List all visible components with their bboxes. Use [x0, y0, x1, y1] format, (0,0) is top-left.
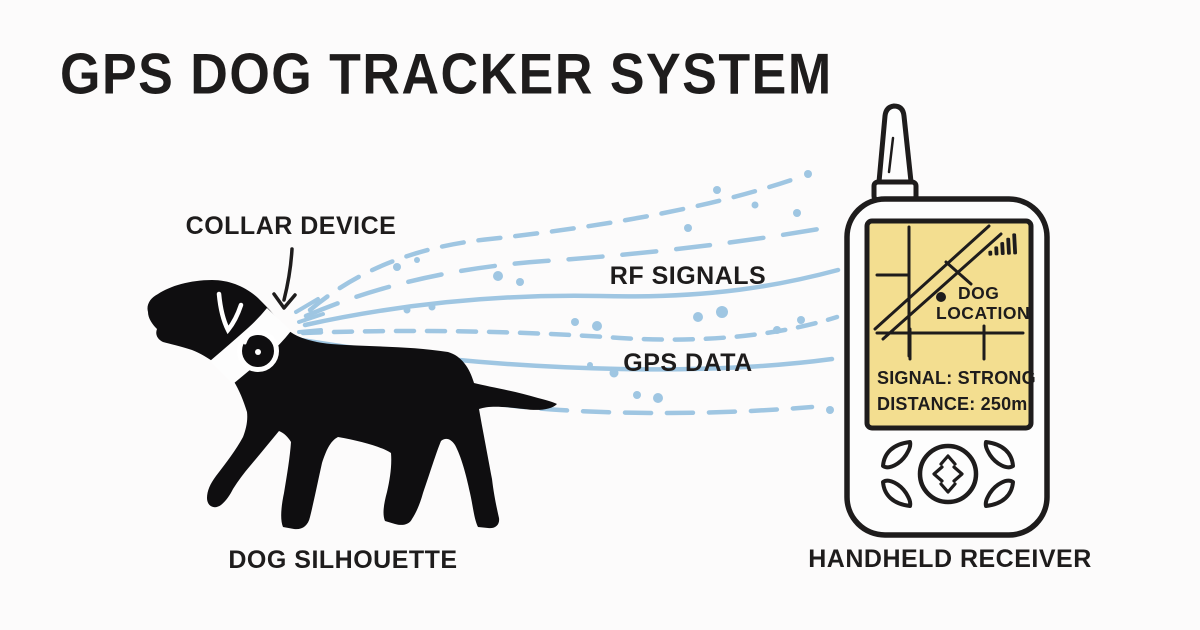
- side-button: [881, 440, 913, 470]
- dog-location-line2: LOCATION: [936, 303, 1031, 323]
- dpad-down-icon: [939, 482, 957, 494]
- side-button: [881, 478, 913, 508]
- dog-location-dot-icon: [936, 292, 946, 302]
- dog-silhouette-caption: DOG SILHOUETTE: [228, 546, 458, 574]
- dog-ear-line: [216, 291, 244, 335]
- dog-location-line1: DOG: [958, 283, 1000, 303]
- handheld-receiver: [844, 103, 1050, 538]
- signal-spray-line: [297, 312, 325, 324]
- antenna-icon: [871, 103, 919, 203]
- handheld-receiver-caption: HANDHELD RECEIVER: [808, 545, 1092, 573]
- rf-wave-solid: [302, 267, 841, 328]
- signal-strength-bars-icon: [988, 233, 1018, 256]
- side-buttons: [881, 440, 1015, 508]
- side-button: [983, 440, 1015, 470]
- rf-wave-dashed: [307, 174, 803, 313]
- gps-data-label: GPS DATA: [623, 349, 753, 377]
- dpad-arrows-icon: [917, 443, 979, 505]
- dog-location-label: DOG LOCATION: [936, 283, 1030, 323]
- signal-spray-line: [294, 297, 320, 314]
- rf-signals-label: RF SIGNALS: [609, 262, 767, 290]
- rf-wave-dashed: [303, 224, 833, 319]
- collar-device: [237, 330, 279, 372]
- map-lines: [873, 224, 1025, 361]
- dpad-right-icon: [952, 465, 964, 483]
- dpad-up-icon: [939, 454, 957, 466]
- gps-wave-dashed: [295, 344, 815, 416]
- dog-silhouette: [147, 280, 557, 530]
- gps-wave-dashed: [300, 314, 840, 342]
- collar-arrow: [272, 247, 297, 310]
- dpad-left-icon: [932, 465, 944, 483]
- distance-text: DISTANCE: 250m: [877, 394, 1028, 414]
- page-title: GPS DOG TRACKER SYSTEM: [60, 43, 833, 107]
- signal-status-text: SIGNAL: STRONG: [877, 368, 1036, 388]
- signal-waves: [294, 170, 841, 416]
- side-button: [983, 478, 1015, 508]
- signal-dots: [393, 170, 834, 414]
- collar-device-label: COLLAR DEVICE: [185, 212, 397, 240]
